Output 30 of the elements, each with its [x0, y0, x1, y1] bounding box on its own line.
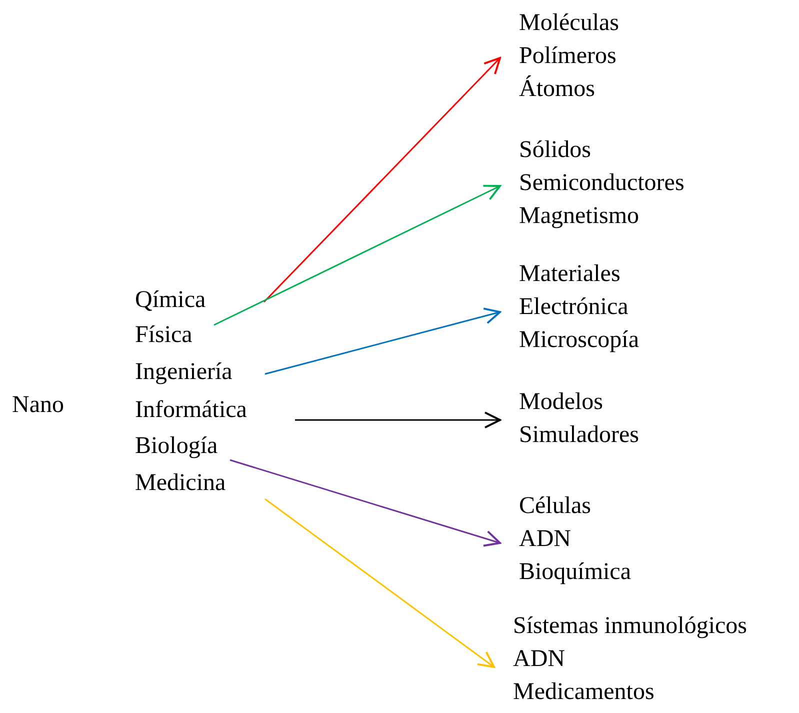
topic-text: Átomos: [519, 74, 596, 104]
arrow: [264, 308, 501, 375]
topic-text: Polímeros: [519, 42, 618, 71]
topic-text: Electrónica: [519, 293, 630, 322]
topic-text: Sístemas inmunológicos: [513, 612, 747, 641]
topic-text: ADN: [513, 645, 566, 674]
topic-text: Materiales: [519, 260, 622, 289]
subject-text: Biología: [135, 429, 233, 463]
arrow: [263, 57, 501, 303]
topic-text: ADN: [519, 525, 572, 554]
topic-text: Simuladores: [519, 421, 639, 450]
topic-text: Sólidos: [519, 136, 592, 165]
topic-text: Bioquímica: [519, 558, 631, 587]
topic-text: Medicamentos: [513, 678, 656, 707]
subject-text: Ingeniería: [135, 355, 268, 389]
arrow: [264, 498, 495, 668]
arrow: [214, 184, 501, 326]
arrow: [230, 459, 501, 547]
arrow: [295, 412, 501, 428]
topic-text: Magnetismo: [519, 202, 640, 231]
subject-text: Medicina: [135, 466, 268, 500]
topic-text: Microscopía: [519, 326, 639, 355]
topic-text: Moléculas: [519, 9, 619, 38]
topic-text: Células: [519, 492, 592, 521]
title-text: Nano: [12, 391, 64, 420]
topic-text: Semiconductores: [519, 169, 684, 198]
subject-text: Física: [135, 318, 217, 352]
subject-text: Qímica: [135, 283, 267, 317]
subject-text: Informática: [135, 393, 298, 427]
topic-text: Modelos: [519, 388, 604, 417]
